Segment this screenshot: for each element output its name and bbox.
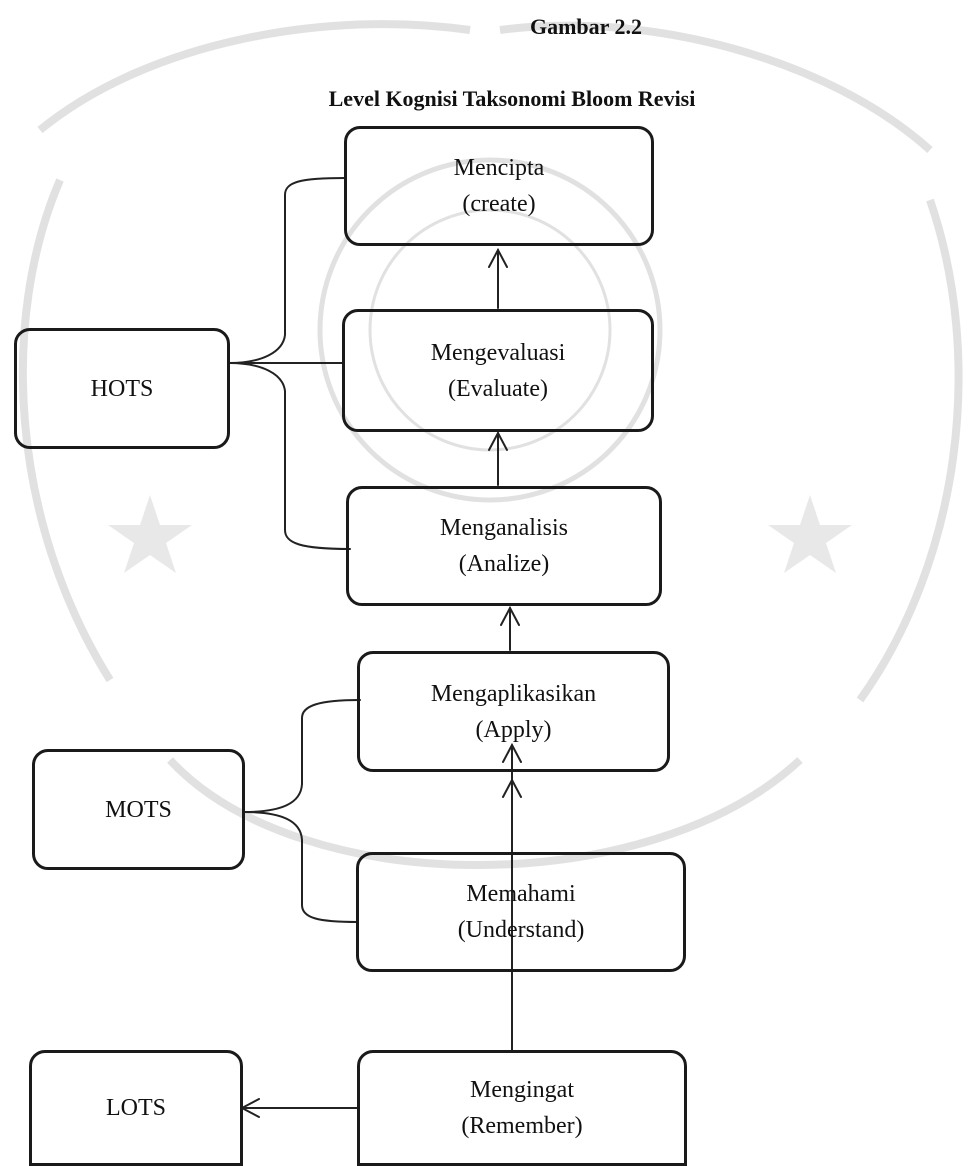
group-lots-label: LOTS <box>106 1095 166 1121</box>
level-analyze-name: Menganalisis <box>440 515 568 541</box>
level-remember-box: Mengingat (Remember) <box>357 1050 687 1166</box>
figure-title: Level Kognisi Taksonomi Bloom Revisi <box>328 86 696 111</box>
arrow-analyze-to-evaluate-head <box>488 430 508 451</box>
group-mots-label: MOTS <box>105 796 172 823</box>
group-lots-box: LOTS <box>29 1050 243 1166</box>
level-apply-english: (Apply) <box>475 716 552 743</box>
mots-bracket-lower <box>243 811 359 923</box>
level-apply-name: Mengaplikasikan <box>430 680 597 707</box>
level-create-name: Mencipta <box>453 155 545 181</box>
level-remember-english: (Remember) <box>461 1113 583 1139</box>
level-evaluate-box: Mengevaluasi (Evaluate) <box>342 309 654 432</box>
level-create-english: (create) <box>462 191 536 217</box>
level-evaluate-english: (Evaluate) <box>448 375 548 402</box>
level-understand-english: (Understand) <box>457 917 585 943</box>
level-understand-name: Memahami <box>466 881 576 907</box>
group-hots-box: HOTS <box>14 328 230 449</box>
level-remember-name: Mengingat <box>470 1077 574 1103</box>
mots-bracket <box>243 699 361 813</box>
level-create-box: Mencipta (create) <box>344 126 654 246</box>
group-hots-label: HOTS <box>90 375 154 402</box>
level-analyze-box: Menganalisis (Analize) <box>346 486 662 606</box>
arrow-apply-to-analyze-head <box>500 605 520 626</box>
figure-number: Gambar 2.2 <box>529 14 643 39</box>
arrow-understand-to-apply-head <box>502 742 522 763</box>
level-apply-box: Mengaplikasikan (Apply) <box>357 651 670 772</box>
arrow-evaluate-to-create-head <box>488 247 508 268</box>
level-analyze-english: (Analize) <box>458 551 550 577</box>
group-mots-box: MOTS <box>32 749 245 870</box>
hots-bracket <box>228 177 346 364</box>
hots-bracket-lower <box>228 362 351 550</box>
level-understand-box: Memahami (Understand) <box>356 852 686 972</box>
level-evaluate-name: Mengevaluasi <box>430 339 566 366</box>
